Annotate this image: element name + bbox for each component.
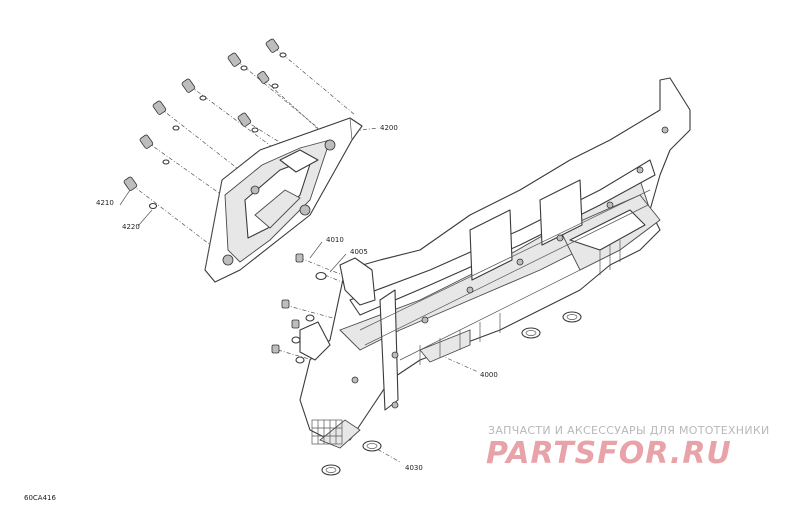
callout-4210: 4210 <box>96 199 114 207</box>
bolt-icon <box>257 70 279 89</box>
mounting-plate-4200 <box>204 117 363 283</box>
fastener-group-4010 <box>271 253 327 364</box>
washer-icon <box>362 440 382 452</box>
watermark-subtitle: ЗАПЧАСТИ И АКСЕССУАРЫ ДЛЯ МОТОТЕХНИКИ <box>488 424 770 437</box>
bolt-icon <box>181 78 207 101</box>
screw-icon <box>271 344 305 364</box>
callout-4200: 4200 <box>380 124 398 132</box>
callout-4030: 4030 <box>405 464 423 472</box>
screw-icon <box>295 253 327 281</box>
screw-icon <box>291 319 301 344</box>
callout-4010: 4010 <box>326 236 344 244</box>
bolt-group-4210 <box>123 38 287 210</box>
bolt-icon <box>265 38 287 58</box>
callout-4005: 4005 <box>350 248 368 256</box>
washer-icon <box>521 327 541 339</box>
grommet-group-4030 <box>321 311 582 476</box>
watermark-logo: PARTSFOR.RU <box>486 436 732 471</box>
bolt-icon <box>123 176 158 210</box>
main-frame-4000 <box>299 77 691 449</box>
bolt-icon <box>237 112 259 133</box>
callout-4220: 4220 <box>122 223 140 231</box>
callout-4000: 4000 <box>480 371 498 379</box>
bolt-icon <box>227 52 248 71</box>
screw-icon <box>281 299 315 322</box>
drawing-code: 60CA416 <box>24 494 56 502</box>
bolt-icon <box>152 100 180 131</box>
washer-icon <box>562 311 582 323</box>
bolt-icon <box>139 134 170 165</box>
washer-icon <box>321 464 341 476</box>
